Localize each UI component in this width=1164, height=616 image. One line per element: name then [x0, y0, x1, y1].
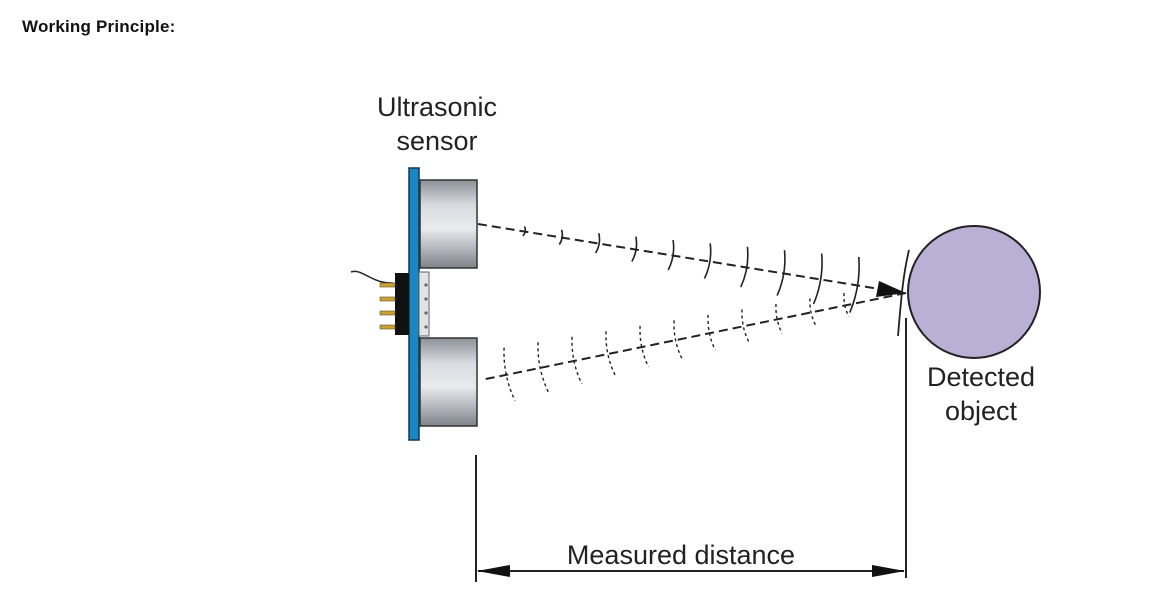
echo-wavefront — [775, 303, 783, 334]
transmitter-transducer — [419, 179, 478, 269]
emitted-wavefront — [849, 256, 860, 313]
echo-wavefront — [537, 342, 550, 393]
header-connector — [395, 273, 409, 335]
emitted-wave-arrowhead — [876, 281, 906, 297]
emitted-wavefront — [667, 239, 675, 271]
emitted-wave — [477, 223, 906, 313]
ultrasonic-sensor-icon — [350, 167, 478, 441]
echo-wavefront — [809, 298, 817, 326]
emitted-wavefront — [522, 226, 527, 237]
reflection-edge — [897, 249, 910, 337]
emitted-wavefront — [631, 236, 638, 262]
distance-dimension — [475, 318, 907, 582]
object-label-line2: object — [945, 396, 1018, 426]
echo-wavefront — [673, 320, 683, 359]
header-back — [418, 271, 430, 337]
echo-wavefront — [707, 314, 716, 351]
echo-wavefront — [741, 309, 750, 343]
object-label-line1: Detected — [927, 362, 1035, 392]
emitted-wavefront — [812, 253, 823, 305]
sensor-label-line2: sensor — [396, 126, 477, 156]
page-heading: Working Principle: — [22, 17, 176, 36]
echo-wavefront — [503, 347, 516, 401]
emitted-wavefront — [594, 233, 601, 254]
echo-wavefront — [571, 336, 583, 385]
sensor-cable — [350, 270, 394, 284]
detected-object-icon — [907, 225, 1041, 359]
emitted-wavefront — [558, 229, 564, 245]
distance-label: Measured distance — [567, 540, 795, 570]
emitted-wavefront — [703, 243, 712, 279]
sensor-label-line1: Ultrasonic — [377, 92, 497, 122]
emitted-wavefront — [740, 246, 749, 288]
receiver-transducer — [419, 337, 478, 427]
echo-wavefront — [843, 293, 850, 317]
header-pins — [379, 282, 396, 330]
echo-wavefront — [639, 325, 650, 368]
echo-wave — [480, 292, 907, 401]
pcb-board — [408, 167, 420, 441]
emitted-wavefront — [776, 250, 786, 296]
